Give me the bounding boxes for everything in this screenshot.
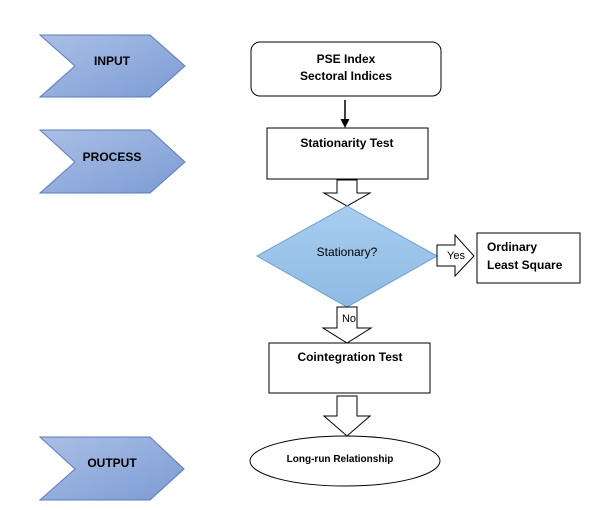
input-box-line1: PSE Index	[317, 52, 376, 66]
stationarity-test-label: Stationarity Test	[300, 136, 393, 150]
block-arrow-to-decision	[322, 179, 372, 207]
stationarity-test-box: Stationarity Test	[266, 127, 429, 180]
ols-line2: Least Square	[487, 258, 563, 272]
input-box-line2: Sectoral Indices	[300, 69, 392, 83]
ols-box: Ordinary Least Square	[476, 232, 581, 284]
stationary-decision-diamond: Stationary?	[255, 205, 439, 308]
output-ellipse: Long-run Relationship	[249, 435, 441, 487]
no-arrow: No	[321, 306, 373, 344]
process-stage-label: PROCESS	[83, 150, 142, 164]
input-box: PSE Index Sectoral Indices	[250, 41, 442, 97]
yes-label: Yes	[447, 250, 465, 262]
yes-arrow: Yes	[436, 233, 475, 278]
arrow-input-to-stationarity	[340, 100, 350, 128]
no-label: No	[342, 313, 356, 325]
process-stage-chevron: PROCESS	[38, 129, 186, 194]
output-stage-chevron: OUTPUT	[38, 436, 185, 501]
output-stage-label: OUTPUT	[87, 456, 137, 470]
input-stage-chevron: INPUT	[38, 34, 186, 98]
output-ellipse-label: Long-run Relationship	[287, 454, 394, 465]
ols-line1: Ordinary	[487, 240, 537, 254]
cointegration-test-label: Cointegration Test	[297, 350, 402, 364]
input-stage-label: INPUT	[94, 54, 131, 68]
block-arrow-to-output	[322, 395, 372, 437]
cointegration-test-box: Cointegration Test	[268, 342, 431, 394]
decision-label: Stationary?	[317, 245, 378, 259]
